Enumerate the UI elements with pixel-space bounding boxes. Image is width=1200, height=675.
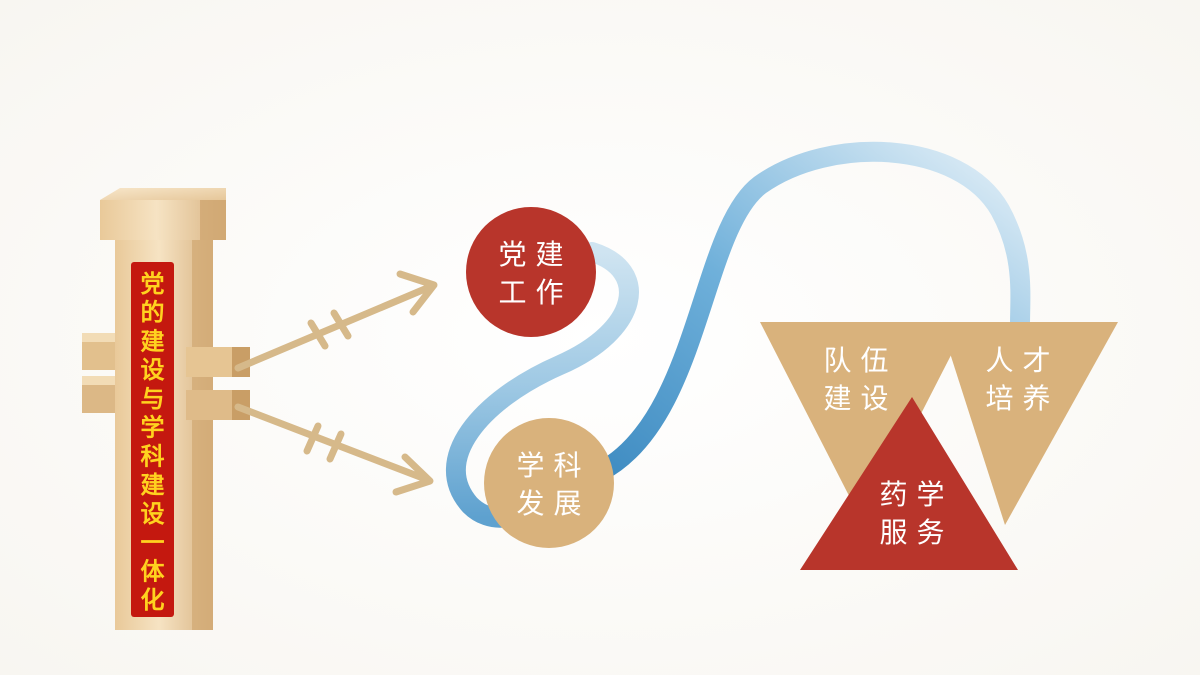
triangle-talent-line-2: 培 养 — [986, 382, 1051, 415]
pillar-cap — [100, 188, 226, 240]
pillar-label-char: 设 — [141, 500, 165, 528]
circle-discipline-shape — [484, 418, 614, 548]
wooden-pillar: 党的建设与学科建设一体化 — [82, 188, 250, 630]
circle-party-line-1: 党 建 — [499, 238, 564, 271]
arrow-down — [234, 403, 434, 496]
triangle-pharmacy-line-2: 服 务 — [880, 516, 945, 549]
triangle-team-shape — [760, 322, 968, 525]
arrow-up — [234, 270, 438, 372]
circle-party-shape — [466, 207, 596, 337]
pillar-label-char: 设 — [141, 356, 165, 384]
pillar-banner — [131, 262, 174, 617]
circle-party-building: 党 建 工 作 — [466, 207, 596, 337]
flow-ribbon — [445, 141, 1031, 528]
pillar-label-char: 建 — [141, 328, 165, 356]
triangle-team-line-2: 建 设 — [824, 382, 889, 415]
ribbon-left — [445, 242, 639, 528]
pillar-label-char: 学 — [141, 414, 165, 442]
triangle-pharmacy: 药 学 服 务 — [800, 397, 1018, 570]
circle-party-line-2: 工 作 — [499, 276, 564, 309]
pillar-label-char: 科 — [141, 442, 165, 470]
pillar-label-char: 一 — [141, 529, 165, 557]
pillar-label-char: 的 — [141, 299, 165, 327]
triangle-talent-shape — [940, 322, 1118, 525]
triangle-talent-line-1: 人 才 — [986, 344, 1051, 377]
triangle-team-building: 队 伍 建 设 — [760, 322, 968, 525]
circle-discipline: 学 科 发 展 — [484, 418, 614, 548]
pillar-label: 党的建设与学科建设一体化 — [141, 270, 166, 614]
triangle-team-line-1: 队 伍 — [824, 344, 889, 377]
pillar-label-char: 建 — [141, 471, 165, 499]
pillar-label-char: 与 — [141, 385, 165, 413]
triangle-pharmacy-line-1: 药 学 — [880, 478, 945, 511]
circle-discipline-line-1: 学 科 — [517, 449, 582, 482]
triangle-pharmacy-shape — [800, 397, 1018, 570]
ribbon-right — [590, 141, 1031, 482]
pillar-label-char: 化 — [141, 586, 165, 614]
pillar-label-char: 党 — [141, 270, 165, 298]
pillar-label-char: 体 — [141, 557, 166, 585]
triangle-talent: 人 才 培 养 — [940, 322, 1118, 525]
arrows — [234, 270, 438, 496]
circle-discipline-line-2: 发 展 — [517, 487, 582, 520]
